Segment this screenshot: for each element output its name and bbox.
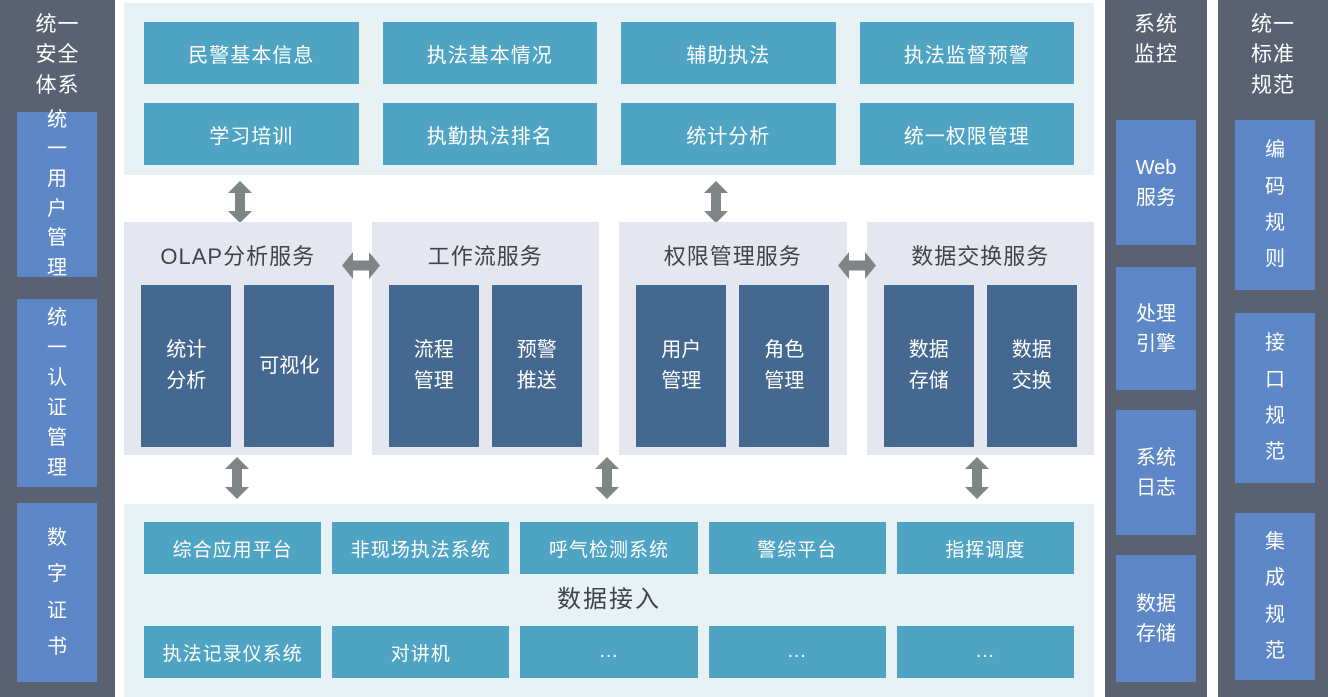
exchange-box-data-exchange: 数据 交换 <box>986 285 1077 447</box>
standards-item-interface-spec: 接 口 规 范 <box>1235 313 1315 483</box>
application-row-1: 民警基本信息 执法基本情况 辅助执法 执法监督预警 <box>144 22 1074 84</box>
data-source-row-2: 执法记录仪系统 对讲机 ... ... ... <box>124 626 1094 678</box>
panel-workflow-title: 工作流服务 <box>427 244 543 269</box>
application-layer-band: 民警基本信息 执法基本情况 辅助执法 执法监督预警 学习培训 执勤执法排名 统计… <box>124 3 1094 175</box>
double-arrow-vertical-top-right <box>704 181 728 223</box>
double-arrow-vertical-bottom-left <box>225 457 249 499</box>
double-arrow-horizontal-left <box>342 252 380 279</box>
security-item-digital-certificate: 数 字 证 书 <box>17 503 97 682</box>
security-item-auth-management: 统 一 认 证 管 理 <box>17 299 97 487</box>
standards-sidebar-title: 统一 标准 规范 <box>1251 13 1295 97</box>
standards-item-coding-rules: 编 码 规 则 <box>1235 120 1315 290</box>
monitor-item-web-service: Web 服务 <box>1116 120 1196 245</box>
monitor-sidebar: 系统 监控 Web 服务 处理 引擎 系统 日志 数据 存储 <box>1105 0 1207 697</box>
workflow-box-warning-push: 预警 推送 <box>491 285 582 447</box>
source-box-more-3: ... <box>896 626 1075 678</box>
data-source-row-1: 综合应用平台 非现场执法系统 呼气检测系统 警综平台 指挥调度 <box>124 504 1094 574</box>
security-sidebar: 统一 安全 体系 统 一 用 户 管 理 统 一 认 证 管 理 数 字 证 书 <box>0 0 115 697</box>
panel-data-exchange-service: 数据交换服务 数据 存储 数据 交换 <box>866 222 1094 455</box>
monitor-item-system-log: 系统 日志 <box>1116 410 1196 535</box>
permission-box-user-management: 用户 管理 <box>636 285 727 447</box>
security-sidebar-title: 统一 安全 体系 <box>35 13 80 97</box>
exchange-box-data-storage: 数据 存储 <box>883 285 974 447</box>
source-box-intercom: 对讲机 <box>332 626 510 678</box>
app-box-duty-ranking: 执勤执法排名 <box>382 103 597 165</box>
app-box-police-basic-info: 民警基本信息 <box>144 22 359 84</box>
standards-item-integration-spec: 集 成 规 范 <box>1235 513 1315 680</box>
service-layer-band: OLAP分析服务 统计 分析 可视化 工作流服务 流程 管理 预警 推送 权限管… <box>124 222 1094 455</box>
workflow-box-process-management: 流程 管理 <box>388 285 479 447</box>
application-row-2: 学习培训 执勤执法排名 统计分析 统一权限管理 <box>144 103 1074 165</box>
double-arrow-vertical-top-left <box>228 181 252 223</box>
double-arrow-vertical-bottom-center <box>595 457 619 499</box>
app-box-supervision-warning: 执法监督预警 <box>859 22 1074 84</box>
source-box-breath-test: 呼气检测系统 <box>520 522 698 574</box>
source-box-integrated-platform: 综合应用平台 <box>144 522 322 574</box>
source-box-more-1: ... <box>520 626 698 678</box>
panel-olap-title: OLAP分析服务 <box>160 244 316 269</box>
source-box-offsite-enforcement: 非现场执法系统 <box>332 522 510 574</box>
source-box-more-2: ... <box>708 626 886 678</box>
source-box-command-dispatch: 指挥调度 <box>896 522 1075 574</box>
panel-olap-service: OLAP分析服务 统计 分析 可视化 <box>124 222 352 455</box>
olap-box-statistics: 统计 分析 <box>141 285 232 447</box>
data-access-label: 数据接入 <box>557 586 661 613</box>
app-box-assist-enforcement: 辅助执法 <box>621 22 836 84</box>
monitor-item-data-storage: 数据 存储 <box>1116 555 1196 682</box>
app-box-learning-training: 学习培训 <box>144 103 359 165</box>
source-box-police-platform: 警综平台 <box>708 522 886 574</box>
source-box-body-camera: 执法记录仪系统 <box>144 626 322 678</box>
permission-box-role-management: 角色 管理 <box>739 285 830 447</box>
app-box-unified-permission: 统一权限管理 <box>859 103 1074 165</box>
app-box-statistics-analysis: 统计分析 <box>621 103 836 165</box>
app-box-enforcement-basic: 执法基本情况 <box>382 22 597 84</box>
standards-sidebar: 统一 标准 规范 编 码 规 则 接 口 规 范 集 成 规 范 <box>1218 0 1328 697</box>
panel-permission-title: 权限管理服务 <box>663 244 802 269</box>
monitor-sidebar-title: 系统 监控 <box>1134 13 1178 67</box>
panel-data-exchange-title: 数据交换服务 <box>911 244 1050 269</box>
security-item-user-management: 统 一 用 户 管 理 <box>17 109 97 279</box>
panel-workflow-service: 工作流服务 流程 管理 预警 推送 <box>371 222 599 455</box>
monitor-item-processing-engine: 处理 引擎 <box>1116 267 1196 390</box>
double-arrow-vertical-bottom-right <box>965 457 989 499</box>
panel-permission-service: 权限管理服务 用户 管理 角色 管理 <box>619 222 847 455</box>
data-access-band: 综合应用平台 非现场执法系统 呼气检测系统 警综平台 指挥调度 数据接入 执法记… <box>124 504 1094 697</box>
olap-box-visualization: 可视化 <box>244 285 335 447</box>
double-arrow-horizontal-right <box>838 252 876 279</box>
